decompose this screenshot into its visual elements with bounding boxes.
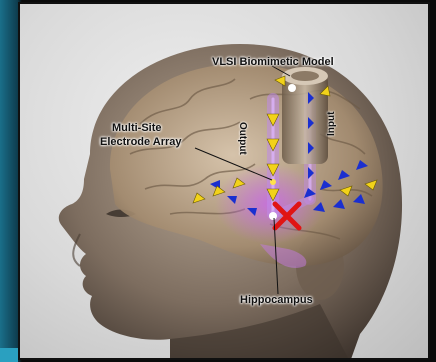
electrode-point [269,212,277,220]
input-label: Input [326,112,337,136]
electrode-label-line2: Electrode Array [100,136,182,149]
model-label: VLSI Biomimetic Model [212,56,334,69]
chip-icon [282,67,328,164]
desktop-accent [0,348,18,362]
diagram-panel: VLSI Biomimetic Model Multi-Site Electro… [18,2,430,360]
hippocampus-label: Hippocampus [240,294,313,307]
output-label: Output [237,122,248,155]
electrode-label-line1: Multi-Site [112,122,162,135]
